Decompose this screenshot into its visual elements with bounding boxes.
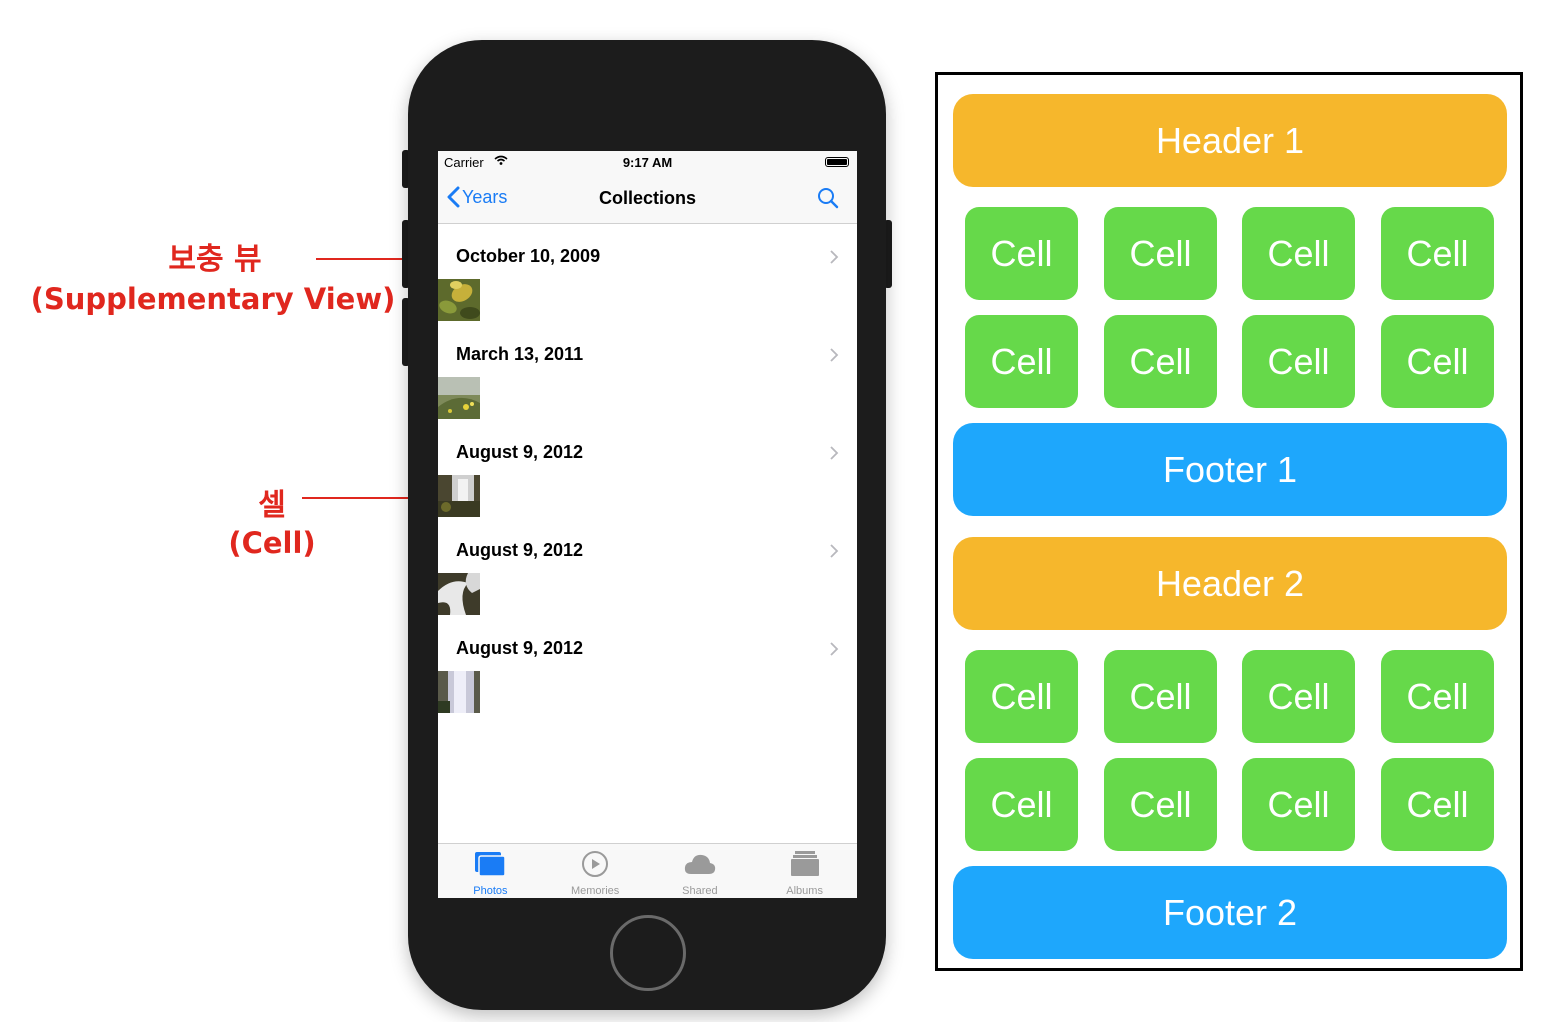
diagram-cell: Cell bbox=[1242, 650, 1355, 743]
section-header-title[interactable]: October 10, 2009 bbox=[456, 246, 601, 266]
back-button-label: Years bbox=[462, 186, 508, 207]
navigation-bar: Years Collections bbox=[438, 173, 857, 224]
collection-layout-diagram: Header 1 Cell Cell Cell Cell Cell Cell C… bbox=[935, 72, 1523, 971]
section-4: August 9, 2012 bbox=[438, 616, 857, 714]
search-icon[interactable] bbox=[817, 187, 839, 209]
photo-thumbnail-cell[interactable] bbox=[438, 279, 480, 321]
section-header-title[interactable]: August 9, 2012 bbox=[456, 442, 584, 462]
albums-icon bbox=[790, 851, 819, 876]
chevron-left-icon bbox=[447, 186, 460, 208]
diagram-footer-2: Footer 2 bbox=[953, 866, 1507, 959]
tab-albums[interactable]: Albums bbox=[752, 844, 857, 898]
photos-icon bbox=[475, 852, 507, 877]
tab-label: Photos bbox=[473, 885, 508, 897]
diagram-cell: Cell bbox=[1381, 207, 1494, 300]
home-button[interactable] bbox=[610, 915, 686, 991]
chevron-right-icon[interactable] bbox=[829, 347, 839, 363]
diagram-cell: Cell bbox=[1381, 315, 1494, 408]
memories-icon bbox=[582, 851, 609, 877]
tab-photos[interactable]: Photos bbox=[438, 844, 543, 898]
supplementary-view-label-korean: 보충 뷰 bbox=[168, 242, 262, 277]
diagram-cell: Cell bbox=[1242, 207, 1355, 300]
diagram-cell: Cell bbox=[965, 650, 1078, 743]
diagram-cell: Cell bbox=[965, 315, 1078, 408]
status-time: 9:17 AM bbox=[622, 155, 673, 170]
volume-up-button bbox=[402, 220, 410, 288]
photo-thumbnail-cell[interactable] bbox=[438, 475, 480, 517]
chevron-right-icon[interactable] bbox=[829, 641, 839, 657]
section-header-title[interactable]: August 9, 2012 bbox=[456, 638, 584, 658]
carrier-label: Carrier bbox=[444, 155, 484, 170]
diagram-cell: Cell bbox=[1381, 650, 1494, 743]
page-title: Collections bbox=[598, 188, 696, 208]
diagram-cell: Cell bbox=[965, 207, 1078, 300]
diagram-cell: Cell bbox=[1104, 315, 1217, 408]
collections-list: October 10, 2009 March 13, 2011 bbox=[438, 224, 857, 714]
photo-thumbnail-cell[interactable] bbox=[438, 671, 480, 713]
tab-shared[interactable]: Shared bbox=[648, 844, 753, 898]
diagram-cell: Cell bbox=[1104, 758, 1217, 851]
section-2: August 9, 2012 bbox=[438, 420, 857, 518]
tab-memories[interactable]: Memories bbox=[543, 844, 648, 898]
tab-label: Memories bbox=[570, 885, 620, 897]
diagram-cell: Cell bbox=[965, 758, 1078, 851]
supplementary-view-label-english: (Supplementary View) bbox=[30, 282, 396, 316]
power-button bbox=[884, 220, 892, 288]
phone-screen: Carrier 9:17 AM Years Collections Octobe… bbox=[438, 151, 857, 898]
chevron-right-icon[interactable] bbox=[829, 543, 839, 559]
tab-bar: Photos Memories Shared Albums bbox=[438, 843, 857, 898]
diagram-cell: Cell bbox=[1104, 207, 1217, 300]
cloud-icon bbox=[684, 854, 716, 874]
tab-label: Shared bbox=[682, 885, 718, 897]
status-bar: Carrier 9:17 AM bbox=[438, 151, 857, 173]
back-button[interactable]: Years bbox=[446, 186, 507, 208]
diagram-cell: Cell bbox=[1242, 758, 1355, 851]
photo-thumbnail-cell[interactable] bbox=[438, 377, 480, 419]
diagram-cell: Cell bbox=[1242, 315, 1355, 408]
cell-label-korean: 셀 bbox=[258, 488, 286, 523]
photo-thumbnail-cell[interactable] bbox=[438, 573, 480, 615]
diagram-cell: Cell bbox=[1104, 650, 1217, 743]
diagram-cell: Cell bbox=[1381, 758, 1494, 851]
battery-icon bbox=[825, 157, 849, 167]
section-0: October 10, 2009 bbox=[438, 224, 857, 322]
section-3: August 9, 2012 bbox=[438, 518, 857, 616]
wifi-icon bbox=[494, 155, 508, 165]
section-1: March 13, 2011 bbox=[438, 322, 857, 420]
section-header-title[interactable]: March 13, 2011 bbox=[456, 344, 584, 364]
cell-label-english: (Cell) bbox=[228, 526, 316, 560]
diagram-header-2: Header 2 bbox=[953, 537, 1507, 630]
diagram-footer-1: Footer 1 bbox=[953, 423, 1507, 516]
ringer-switch bbox=[402, 150, 410, 188]
diagram-header-1: Header 1 bbox=[953, 94, 1507, 187]
tab-label: Albums bbox=[786, 885, 823, 897]
chevron-right-icon[interactable] bbox=[829, 249, 839, 265]
chevron-right-icon[interactable] bbox=[829, 445, 839, 461]
volume-down-button bbox=[402, 298, 410, 366]
section-header-title[interactable]: August 9, 2012 bbox=[456, 540, 584, 560]
